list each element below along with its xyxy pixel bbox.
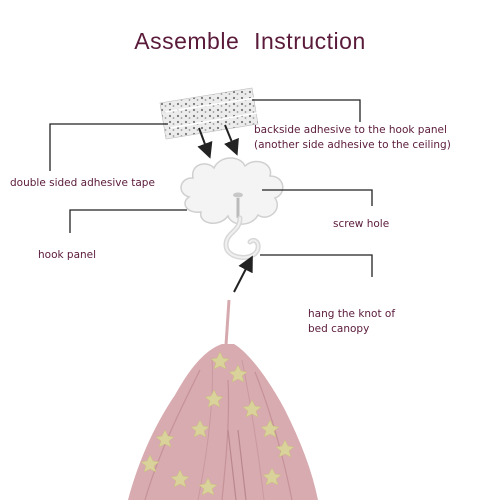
hook-arrow — [233, 255, 253, 293]
leader-lines — [49, 99, 373, 277]
label-double-sided-tape: double sided adhesive tape — [10, 177, 155, 189]
canopy-stars — [140, 351, 295, 496]
cloud-hook-panel-icon — [180, 157, 284, 225]
label-tape-other-side: (another side adhesive to the ceiling) — [254, 139, 451, 151]
adhesive-tape-icon — [159, 87, 259, 140]
label-hang-knot-line1: hang the knot of — [308, 308, 396, 320]
label-tape-backside: backside adhesive to the hook panel — [254, 124, 447, 136]
diagram-title: Assemble Instruction — [134, 28, 366, 54]
label-screw-hole: screw hole — [333, 218, 390, 230]
tape-arrows — [197, 124, 239, 159]
label-hook-panel: hook panel — [38, 249, 97, 261]
bed-canopy-image — [128, 299, 318, 500]
label-hang-knot-line2: bed canopy — [308, 323, 370, 335]
